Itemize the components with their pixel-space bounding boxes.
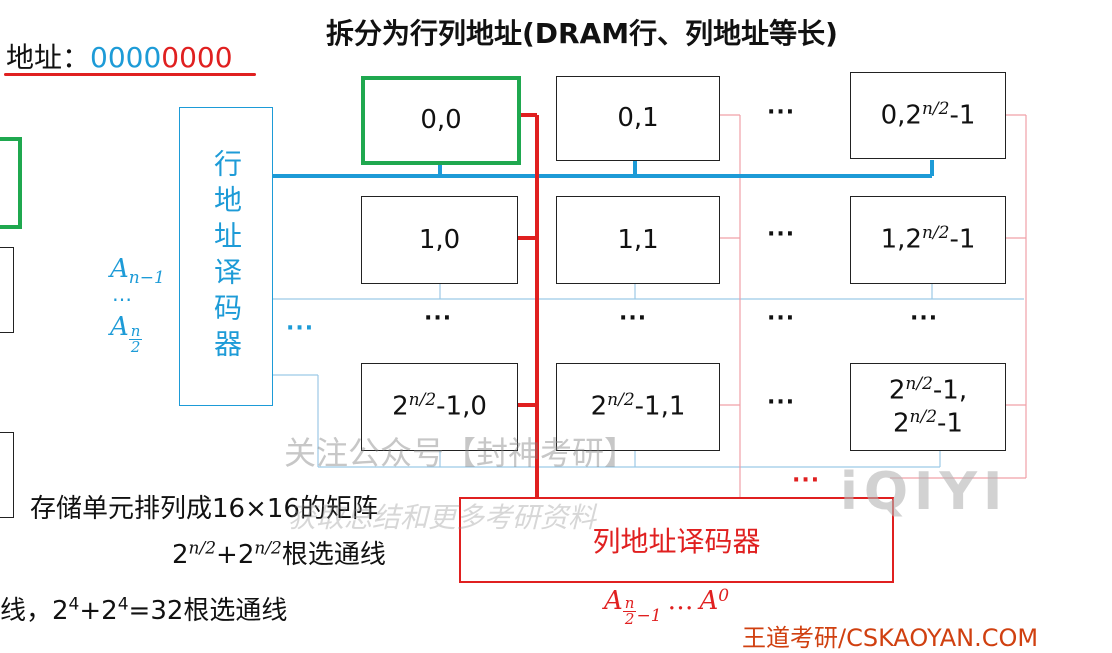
- row-input-dots: …: [112, 282, 132, 306]
- iqiyi-logo: iQIYI: [840, 462, 1009, 522]
- row1-ellipsis: ···: [767, 222, 796, 247]
- address-row-bits: 0000: [90, 41, 162, 74]
- cell-0-0: 0,0: [361, 76, 521, 165]
- cell-0-1: 0,1: [556, 76, 720, 161]
- cell-0-last-label: 0,2n/2-1: [880, 98, 976, 131]
- address-display: 地址：00000000: [6, 36, 233, 76]
- col-decoder-label: 列地址译码器: [592, 525, 761, 558]
- col-input-low-sub: 0: [718, 586, 730, 606]
- column-address-decoder: 列地址译码器: [459, 497, 894, 583]
- col-lines-ellipsis: ···: [792, 468, 821, 493]
- row-input-low-base: A: [110, 312, 129, 342]
- col-input-dots: …: [667, 586, 694, 616]
- cell-0-last: 0,2n/2-1: [850, 72, 1006, 159]
- col-input-high-sub-num: n: [622, 594, 637, 612]
- row-lines-ellipsis: ···: [286, 316, 315, 341]
- lastrow-ellipsis: ···: [767, 390, 796, 415]
- cell-last-last: 2n/2-1, 2n/2-1: [850, 363, 1006, 451]
- row-input-high: An−1: [110, 254, 165, 288]
- select-lines-formula: 2n/2+2n/2根选通线: [172, 538, 386, 570]
- col-input-low-base: A: [699, 586, 719, 616]
- cell-1-last: 1,2n/2-1: [850, 196, 1006, 284]
- center-ellipsis: ···: [767, 306, 796, 331]
- address-label: 地址：: [6, 41, 91, 74]
- row-input-low-sub-den: 2: [130, 338, 141, 356]
- row0-ellipsis: ···: [767, 100, 796, 125]
- col-input-high-sub-den: 2: [624, 610, 635, 628]
- row-input-low-sub-num: n: [128, 322, 143, 340]
- col0-ellipsis: ···: [424, 306, 453, 331]
- select-lines-example: 线，24+24=32根选通线: [0, 594, 288, 626]
- cell-1-1: 1,1: [556, 196, 720, 284]
- cell-1-1-label: 1,1: [617, 224, 659, 255]
- col-input-high-sub-tail: −1: [636, 606, 662, 626]
- address-underline: [4, 73, 256, 76]
- cell-0-1-label: 0,1: [617, 103, 659, 134]
- left-black-box-2: [0, 432, 14, 518]
- left-green-box: [0, 137, 22, 229]
- watermark-follow: 关注公众号【封神考研】: [284, 434, 637, 472]
- row-decoder-label: 行地址译码器: [210, 148, 243, 365]
- cell-last-last-line1: 2n/2-1,: [888, 373, 968, 406]
- cell-last-0-label: 2n/2-1,0: [392, 390, 487, 423]
- cell-1-0: 1,0: [361, 196, 518, 284]
- col-decoder-inputs: A n 2 −1 … A 0: [604, 586, 729, 627]
- row-address-decoder: 行地址译码器: [179, 107, 273, 406]
- cell-last-1: 2n/2-1,1: [556, 363, 720, 451]
- row-input-high-base: A: [110, 254, 129, 284]
- col1-ellipsis: ···: [619, 306, 648, 331]
- row-input-low: A n 2: [110, 312, 143, 356]
- matrix-note: 存储单元排列成16×16的矩阵: [30, 494, 378, 524]
- watermark-more: 获取总结和更多考研资料: [288, 501, 597, 534]
- cell-last-0: 2n/2-1,0: [361, 363, 518, 451]
- cell-1-last-label: 1,2n/2-1: [880, 223, 976, 256]
- col-input-high-base: A: [604, 586, 623, 616]
- cell-last-1-label: 2n/2-1,1: [590, 390, 686, 423]
- cell-0-0-label: 0,0: [420, 105, 462, 136]
- brand-footer: 王道考研/CSKAOYAN.COM: [742, 624, 1039, 652]
- row-input-high-sub: n−1: [128, 268, 165, 289]
- left-black-box-1: [0, 247, 14, 333]
- colN-ellipsis: ···: [910, 306, 939, 331]
- cell-1-0-label: 1,0: [418, 224, 461, 255]
- address-col-bits: 0000: [161, 41, 233, 74]
- page-title: 拆分为行列地址(DRAM行、列地址等长): [326, 17, 838, 50]
- cell-last-last-line2: 2n/2-1: [893, 407, 963, 439]
